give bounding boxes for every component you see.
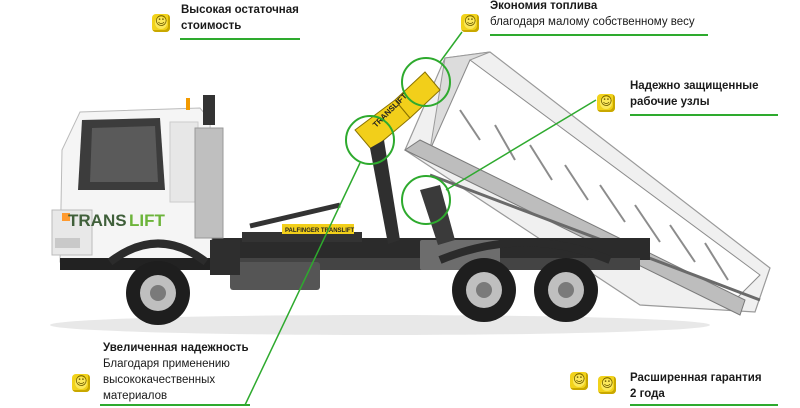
feature-title-line2: стоимость bbox=[181, 20, 242, 32]
feature-title-line2: рабочие узлы bbox=[630, 96, 710, 108]
feature-reliability: Увеличенная надежность Благодаря примене… bbox=[103, 340, 249, 404]
hook-arm: PALFINGER TRANSLIFT TRANSLIFT bbox=[242, 71, 455, 245]
wheels bbox=[107, 238, 612, 325]
feature-protected-units: Надежно защищенные рабочие узлы bbox=[630, 78, 759, 110]
callout-line-protected bbox=[445, 99, 597, 191]
container-body bbox=[404, 51, 771, 316]
feature-title: Высокая остаточная bbox=[181, 4, 299, 16]
feature-title-line2: 2 года bbox=[630, 388, 665, 400]
smiley-badge-icon bbox=[597, 94, 615, 112]
smiley-badge-icon bbox=[152, 14, 170, 32]
callout-line-reliability bbox=[244, 162, 361, 406]
cab bbox=[51, 95, 240, 275]
feature-description: благодаря малому собственному весу bbox=[490, 16, 695, 28]
smiley-badge-icon bbox=[570, 372, 588, 390]
feature-fuel-economy: Экономия топлива благодаря малому собств… bbox=[490, 0, 695, 30]
callout-circle-hook bbox=[401, 57, 451, 107]
logo-lift: LIFT bbox=[129, 211, 165, 230]
arm-label: PALFINGER TRANSLIFT bbox=[285, 228, 355, 234]
feature-underline bbox=[630, 404, 778, 406]
feature-underline bbox=[630, 114, 778, 116]
feature-residual-value: Высокая остаточная стоимость bbox=[181, 2, 299, 34]
callout-circle-pivot bbox=[401, 175, 451, 225]
feature-description-line1: Благодаря применению bbox=[103, 358, 230, 370]
feature-title: Увеличенная надежность bbox=[103, 342, 249, 354]
feature-title: Экономия топлива bbox=[490, 0, 598, 12]
feature-description-line3: материалов bbox=[103, 390, 168, 402]
feature-underline bbox=[100, 404, 250, 406]
feature-description-line2: высококачественных bbox=[103, 374, 216, 386]
logo-trans: TRANS bbox=[68, 211, 127, 230]
feature-underline bbox=[490, 34, 708, 36]
callout-circle-boom bbox=[345, 115, 395, 165]
feature-title: Расширенная гарантия bbox=[630, 372, 762, 384]
smiley-badge-icon bbox=[461, 14, 479, 32]
callout-line-fuel bbox=[439, 31, 463, 63]
feature-warranty: Расширенная гарантия 2 года bbox=[630, 370, 762, 402]
feature-underline bbox=[180, 38, 300, 40]
smiley-badge-icon bbox=[72, 374, 90, 392]
feature-title: Надежно защищенные bbox=[630, 80, 759, 92]
smiley-badge-icon bbox=[598, 376, 616, 394]
